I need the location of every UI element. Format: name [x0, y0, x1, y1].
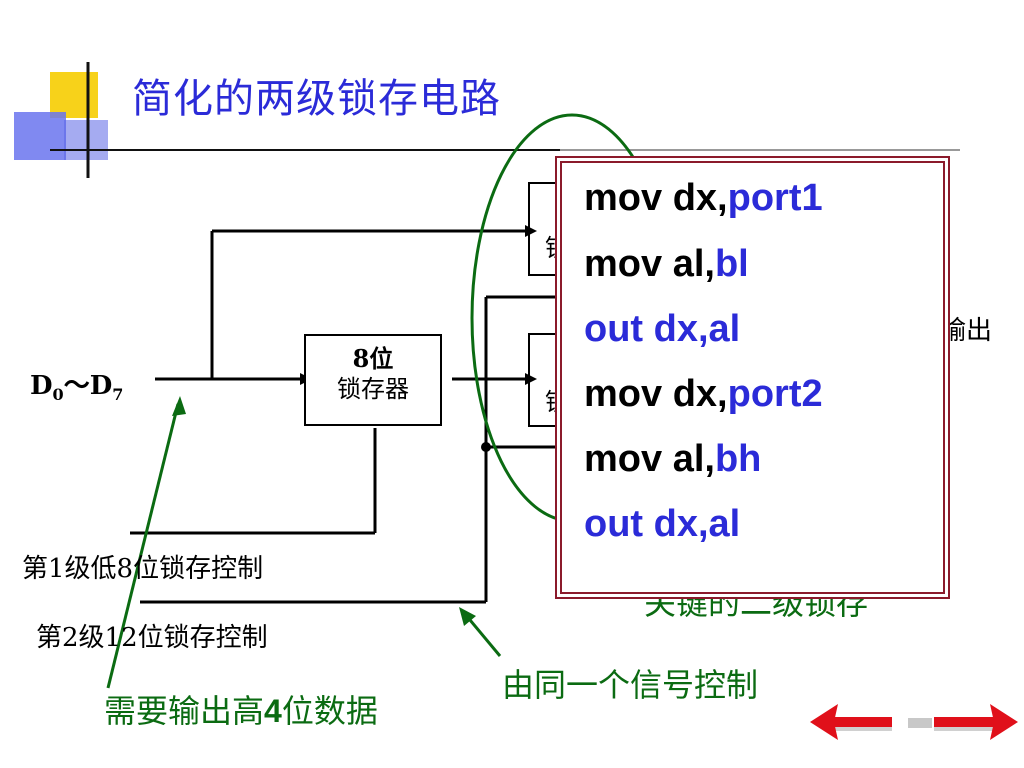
- nav-divider: [908, 718, 932, 728]
- code-line-1: mov dx,port1: [584, 177, 823, 219]
- control-label-level1: 第1级低8位锁存控制: [22, 554, 264, 584]
- output-label: 输出: [940, 316, 993, 346]
- input-sub-7: 7: [112, 385, 124, 405]
- arrow-right-icon: [934, 704, 1018, 740]
- input-sub-0: 0: [52, 385, 64, 405]
- control-label-level2: 第2级12位锁存控制: [36, 623, 268, 653]
- input-tilde: ～: [63, 371, 90, 401]
- same-signal-annotation: 由同一个信号控制: [502, 666, 759, 704]
- input-label: D0～D7: [30, 365, 123, 404]
- circuit-wires: [130, 229, 560, 604]
- code-line-5: mov al,bh: [584, 438, 762, 480]
- need-high4-annotation: 需要输出高4位数据: [104, 686, 378, 732]
- need-high4-text: 需要输出高4位数据: [104, 692, 378, 730]
- input-label-d0: D: [30, 371, 53, 401]
- code-popup: mov dx,port1 mov al,bl out dx,al mov dx,…: [560, 161, 945, 594]
- slide-title: 简化的两级锁存电路: [132, 76, 501, 122]
- latch-8bit-line1: 8位: [352, 344, 394, 373]
- annotation-arrows: [106, 403, 502, 689]
- latch-8bit: 8位 锁存器: [304, 334, 442, 426]
- annotation-arrowheads: [172, 396, 476, 626]
- input-label-d7: D: [89, 371, 113, 401]
- code-line-6: out dx,al: [584, 503, 741, 545]
- code-line-2: mov al,bl: [584, 243, 749, 285]
- latch-8bit-line2: 锁存器: [337, 375, 409, 403]
- junction-dot: [481, 442, 491, 452]
- nav-prev-button[interactable]: [808, 702, 898, 748]
- need-high4-digit: 4: [264, 693, 282, 729]
- arrow-left-icon: [810, 704, 892, 740]
- code-line-4: mov dx,port2: [584, 373, 823, 415]
- nav-next-button[interactable]: [930, 702, 1020, 748]
- code-line-3: out dx,al: [584, 308, 741, 350]
